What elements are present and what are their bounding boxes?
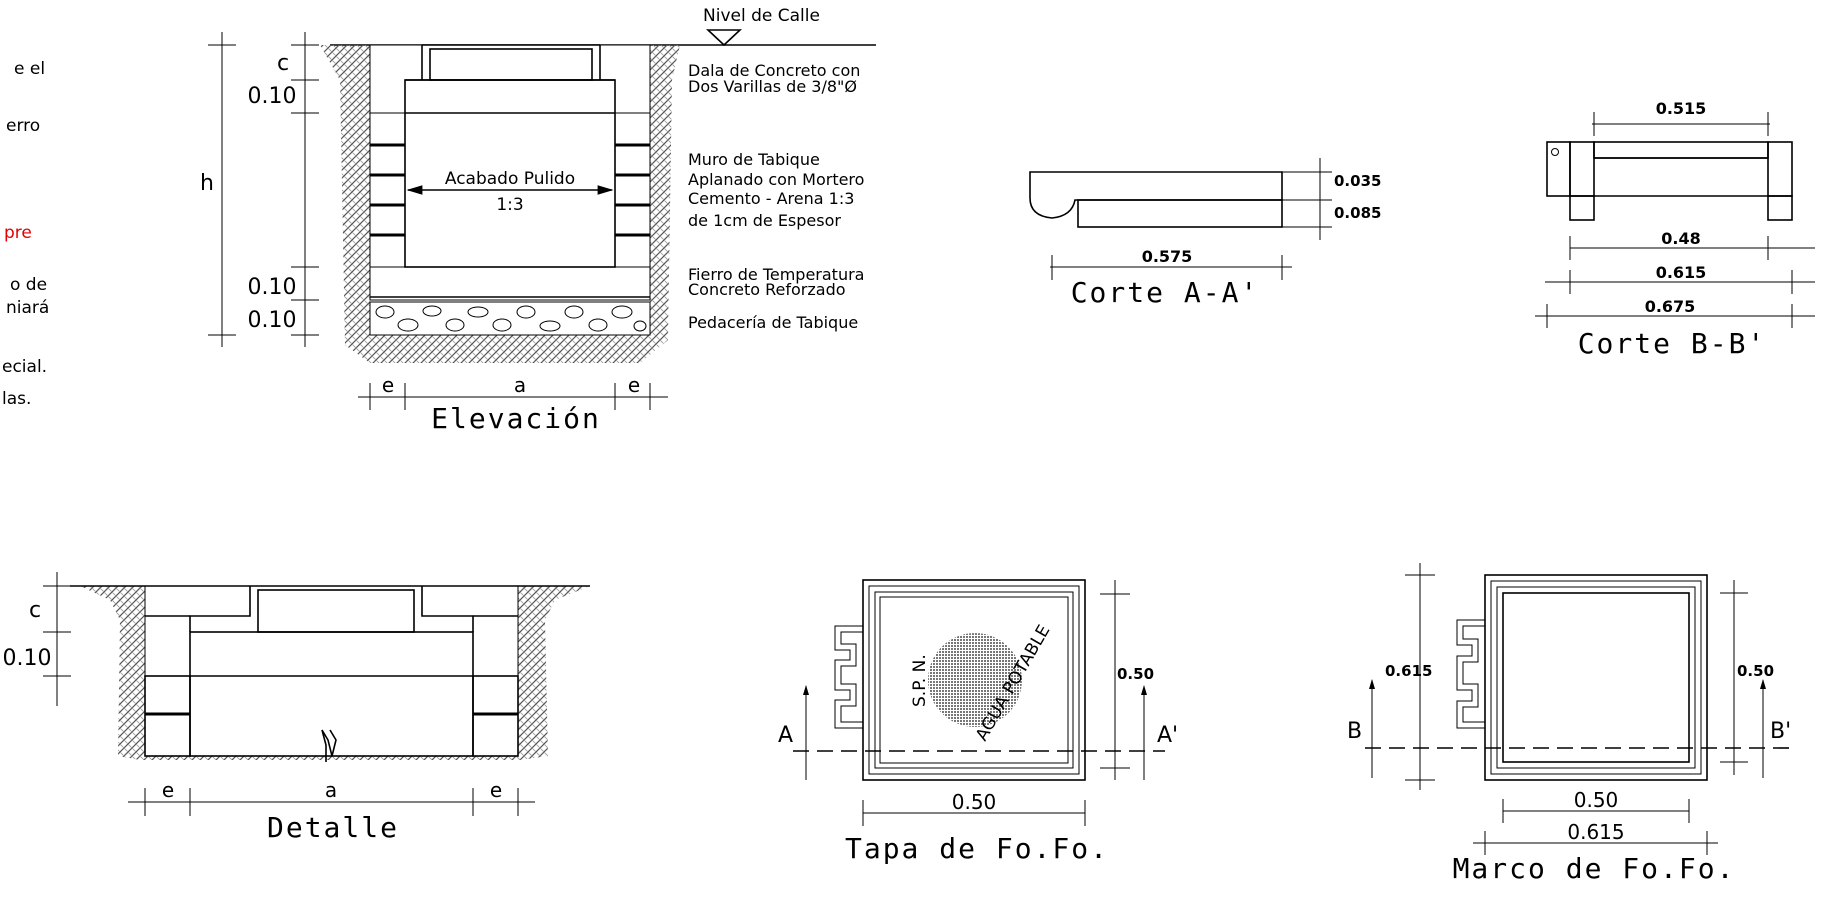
note-line-2: erro [6, 116, 40, 136]
corte-b-view: 0.515 0.48 0.615 0.675 Corte B-B' [1535, 99, 1815, 360]
corte-a-view: 0.035 0.085 0.575 Corte A-A' [1029, 158, 1381, 309]
detalle-dim-slab: 0.10 [3, 646, 52, 671]
note-line-4: o de [10, 275, 47, 295]
corte-b-dim-mid: 0.615 [1656, 263, 1707, 282]
acabado-label: Acabado Pulido [445, 169, 575, 189]
ratio-label: 1:3 [496, 195, 523, 215]
detalle-view: c 0.10 e a e Detalle [3, 572, 590, 844]
detalle-concrete [144, 585, 519, 677]
tapa-grid [879, 596, 1069, 764]
detalle-dim-c: c [29, 598, 41, 623]
corte-a-dim-1: 0.035 [1334, 172, 1381, 190]
marco-sec-right: B' [1770, 719, 1791, 744]
tapa-sec-right: A' [1157, 723, 1178, 748]
elevation-vertical-dims [208, 32, 319, 347]
dim-slab: 0.10 [248, 84, 297, 109]
marco-height-right: 0.50 [1737, 662, 1774, 680]
dim-base1: 0.10 [248, 275, 297, 300]
dim-e-left: e [382, 373, 394, 397]
marco-width-inner: 0.50 [1574, 788, 1619, 812]
corte-a-title: Corte A-A' [1071, 276, 1260, 309]
corte-a-flange [1077, 199, 1283, 228]
corte-a-lid [1029, 171, 1283, 219]
detalle-lid [257, 589, 415, 633]
dim-a: a [514, 373, 526, 397]
tapa-center [928, 633, 1022, 727]
corte-a-width: 0.575 [1142, 247, 1193, 266]
marco-outer [1484, 574, 1708, 781]
elevation-horizontal-dims [358, 383, 668, 410]
left-notes: e el erro pre o de niará ecial. las. [2, 59, 49, 409]
marco-opening [1502, 592, 1690, 763]
note-line-7: las. [2, 389, 31, 409]
detalle-soil [80, 586, 590, 760]
note-line-5: niará [6, 298, 49, 318]
detalle-dim-e-right: e [490, 778, 502, 802]
detalle-title: Detalle [267, 811, 399, 844]
dala-label-2: Dos Varillas de 3/8"Ø [688, 77, 857, 96]
corte-b-dim-outer: 0.675 [1645, 297, 1696, 316]
pedaceria-label: Pedacería de Tabique [688, 313, 858, 332]
corte-b-dim-top: 0.515 [1656, 99, 1707, 118]
tapa-outer [862, 579, 1086, 781]
detalle-cavity [189, 631, 474, 757]
tabique-fill [369, 301, 651, 336]
corte-b-frame-left [1569, 141, 1595, 197]
note-line-1: e el [14, 59, 45, 79]
street-level-label: Nivel de Calle [703, 6, 820, 26]
fierro-label-2: Concreto Reforzado [688, 280, 846, 299]
elevation-view: Nivel de Calle [200, 6, 876, 435]
street-level-symbol [705, 29, 743, 47]
soil-hatch [320, 45, 680, 363]
muro-label-2: Aplanado con Mortero [688, 170, 864, 189]
muro-label-1: Muro de Tabique [688, 150, 820, 169]
marco-view: B B' 0.615 0.50 0.50 0.615 Marco de Fo.F… [1347, 563, 1791, 885]
marco-hinges [1456, 619, 1485, 729]
dim-c: c [277, 51, 289, 76]
muro-label-3: Cemento - Arena 1:3 [688, 189, 854, 208]
marco-width-outer: 0.615 [1567, 820, 1624, 844]
marco-sec-left: B [1347, 719, 1362, 744]
note-line-6: ecial. [2, 357, 47, 377]
tapa-view: S.P. N. AGUA POTABLE A A' 0.50 0.50 Tapa… [778, 579, 1178, 865]
elevation-title: Elevación [431, 402, 601, 435]
marco-title: Marco de Fo.Fo. [1453, 852, 1736, 885]
dala-label-1: Dala de Concreto con [688, 61, 860, 80]
detalle-dim-a: a [325, 778, 337, 802]
corte-a-dim-2: 0.085 [1334, 204, 1381, 222]
dim-e-right: e [628, 373, 640, 397]
tapa-height: 0.50 [1117, 665, 1154, 683]
stones [375, 305, 647, 332]
tapa-sec-left: A [778, 723, 793, 748]
marco-height-left: 0.615 [1385, 662, 1432, 680]
muro-label-4: de 1cm de Espesor [688, 211, 841, 230]
note-line-3-red: pre [4, 223, 32, 243]
corte-b-frame-right [1767, 141, 1793, 197]
detalle-dim-e-left: e [162, 778, 174, 802]
corte-b-title: Corte B-B' [1578, 327, 1767, 360]
dim-h: h [200, 171, 214, 196]
tapa-title: Tapa de Fo.Fo. [845, 832, 1109, 865]
corte-b-dim-inner: 0.48 [1661, 229, 1700, 248]
tapa-hinges [834, 625, 863, 729]
tapa-width: 0.50 [952, 790, 997, 814]
tapa-ring-left: S.P. N. [910, 654, 930, 707]
dim-base2: 0.10 [248, 308, 297, 333]
fierro-label-1: Fierro de Temperatura [688, 265, 864, 284]
